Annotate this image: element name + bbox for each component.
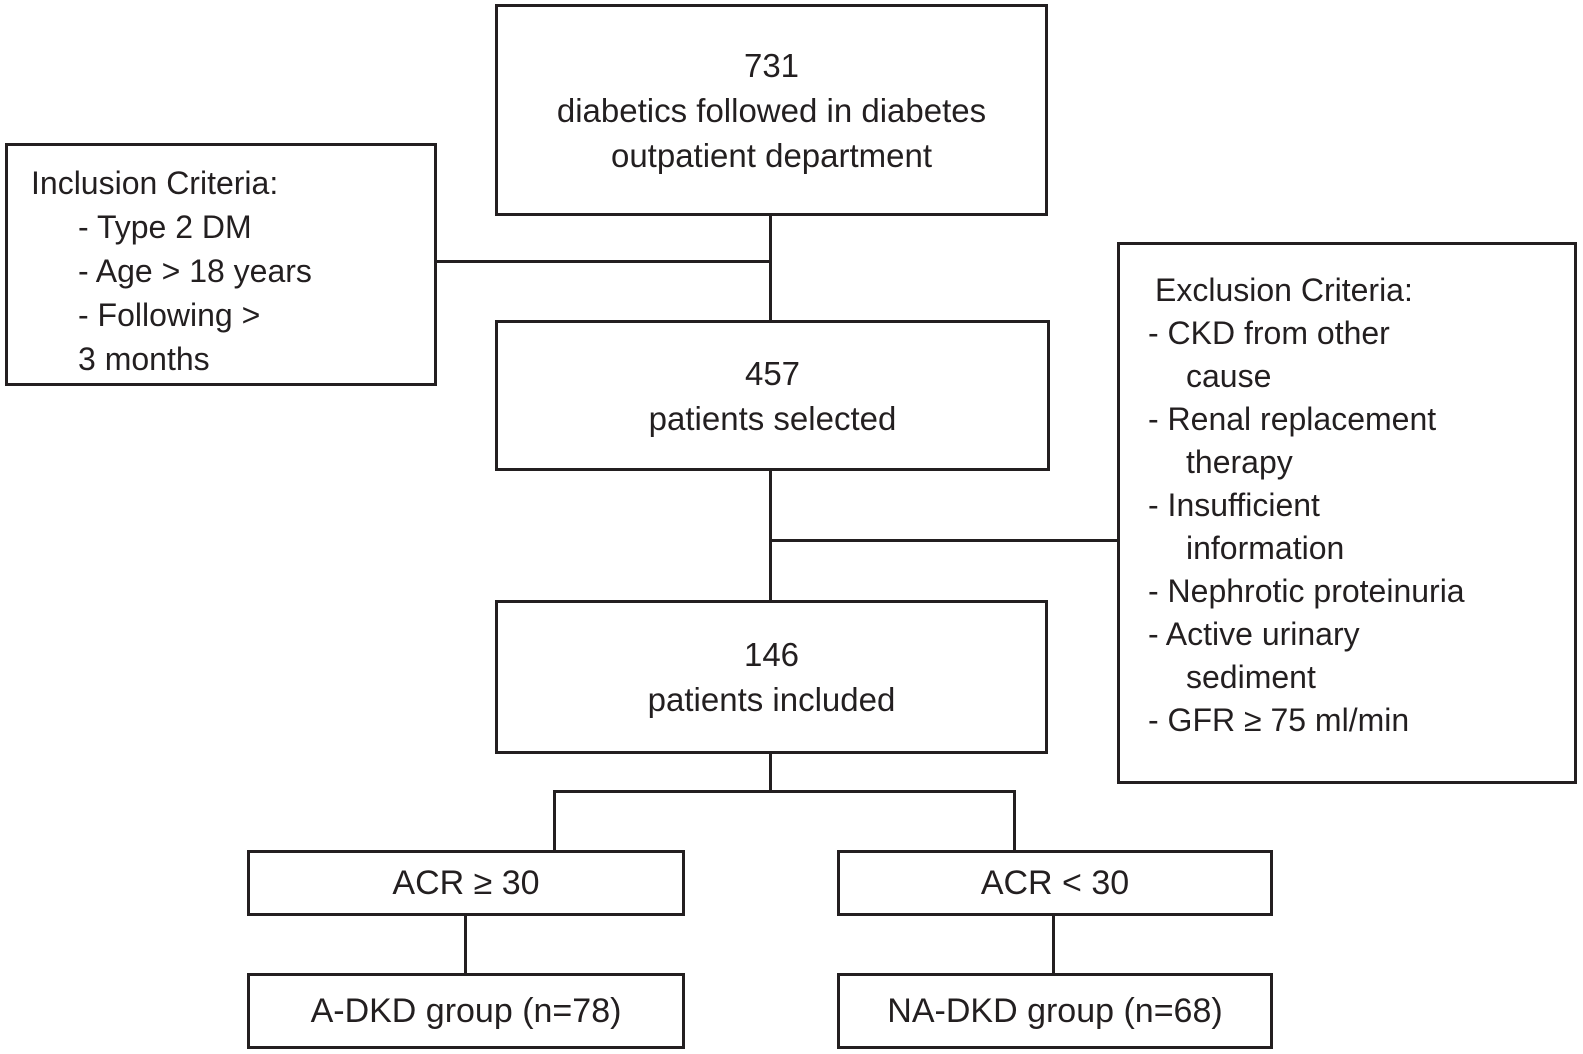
branch-box-acr-high: ACR ≥ 30 [247, 850, 685, 916]
connector-branch-right [1013, 790, 1016, 852]
a-dkd-group-label: A-DKD group (n=78) [310, 991, 622, 1030]
inclusion-criteria-box: Inclusion Criteria: - Type 2 DM - Age > … [5, 143, 437, 386]
exclusion-criteria-item: - Nephrotic proteinuria [1148, 573, 1465, 609]
group-box-na-dkd: NA-DKD group (n=68) [837, 973, 1273, 1049]
connector-acr-high-to-group [464, 914, 467, 975]
exclusion-criteria-item: - GFR ≥ 75 ml/min [1148, 702, 1410, 738]
total-patients-label-line1: diabetics followed in diabetes [556, 91, 987, 129]
connector-exclusion-criteria [770, 539, 1119, 542]
exclusion-criteria-item-continuation: sediment [1186, 659, 1316, 695]
connector-included-stub [769, 752, 772, 792]
inclusion-criteria-item: - Type 2 DM [78, 209, 252, 245]
exclusion-criteria-item-continuation: information [1186, 530, 1345, 566]
acr-low-label: ACR < 30 [980, 863, 1130, 902]
connector-branch-left [553, 790, 556, 852]
connector-branch-bar [553, 790, 1016, 793]
patients-selected-label: patients selected [648, 399, 897, 437]
exclusion-criteria-box: Exclusion Criteria: - CKD from other cau… [1117, 242, 1577, 784]
exclusion-criteria-item: - Active urinary [1148, 616, 1360, 652]
flow-box-patients-selected: 457 patients selected [495, 320, 1050, 471]
flow-box-total-patients: 731 diabetics followed in diabetes outpa… [495, 4, 1048, 216]
exclusion-criteria-item-continuation: therapy [1186, 444, 1293, 480]
total-patients-label-line2: outpatient department [610, 136, 933, 174]
exclusion-criteria-title: Exclusion Criteria: [1155, 272, 1413, 308]
connector-acr-low-to-group [1052, 914, 1055, 975]
patients-included-label: patients included [647, 681, 896, 718]
exclusion-criteria-item: - Insufficient [1148, 487, 1320, 523]
exclusion-criteria-item: - CKD from other [1148, 315, 1390, 351]
inclusion-criteria-item: - Following > [78, 297, 261, 333]
acr-high-label: ACR ≥ 30 [392, 863, 540, 902]
total-patients-count: 731 [743, 46, 800, 84]
exclusion-criteria-item-continuation: cause [1186, 358, 1272, 394]
branch-box-acr-low: ACR < 30 [837, 850, 1273, 916]
inclusion-criteria-item: - Age > 18 years [78, 253, 312, 289]
connector-inclusion-criteria [435, 260, 771, 263]
connector-selected-to-included [769, 469, 772, 602]
connector-total-to-selected [769, 214, 772, 322]
exclusion-criteria-item: - Renal replacement [1148, 401, 1437, 437]
flow-box-patients-included: 146 patients included [495, 600, 1048, 754]
inclusion-criteria-item-continuation: 3 months [78, 341, 210, 377]
patients-included-count: 146 [743, 636, 800, 673]
inclusion-criteria-title: Inclusion Criteria: [31, 165, 279, 201]
group-box-a-dkd: A-DKD group (n=78) [247, 973, 685, 1049]
patients-selected-count: 457 [744, 354, 801, 392]
na-dkd-group-label: NA-DKD group (n=68) [887, 991, 1223, 1030]
